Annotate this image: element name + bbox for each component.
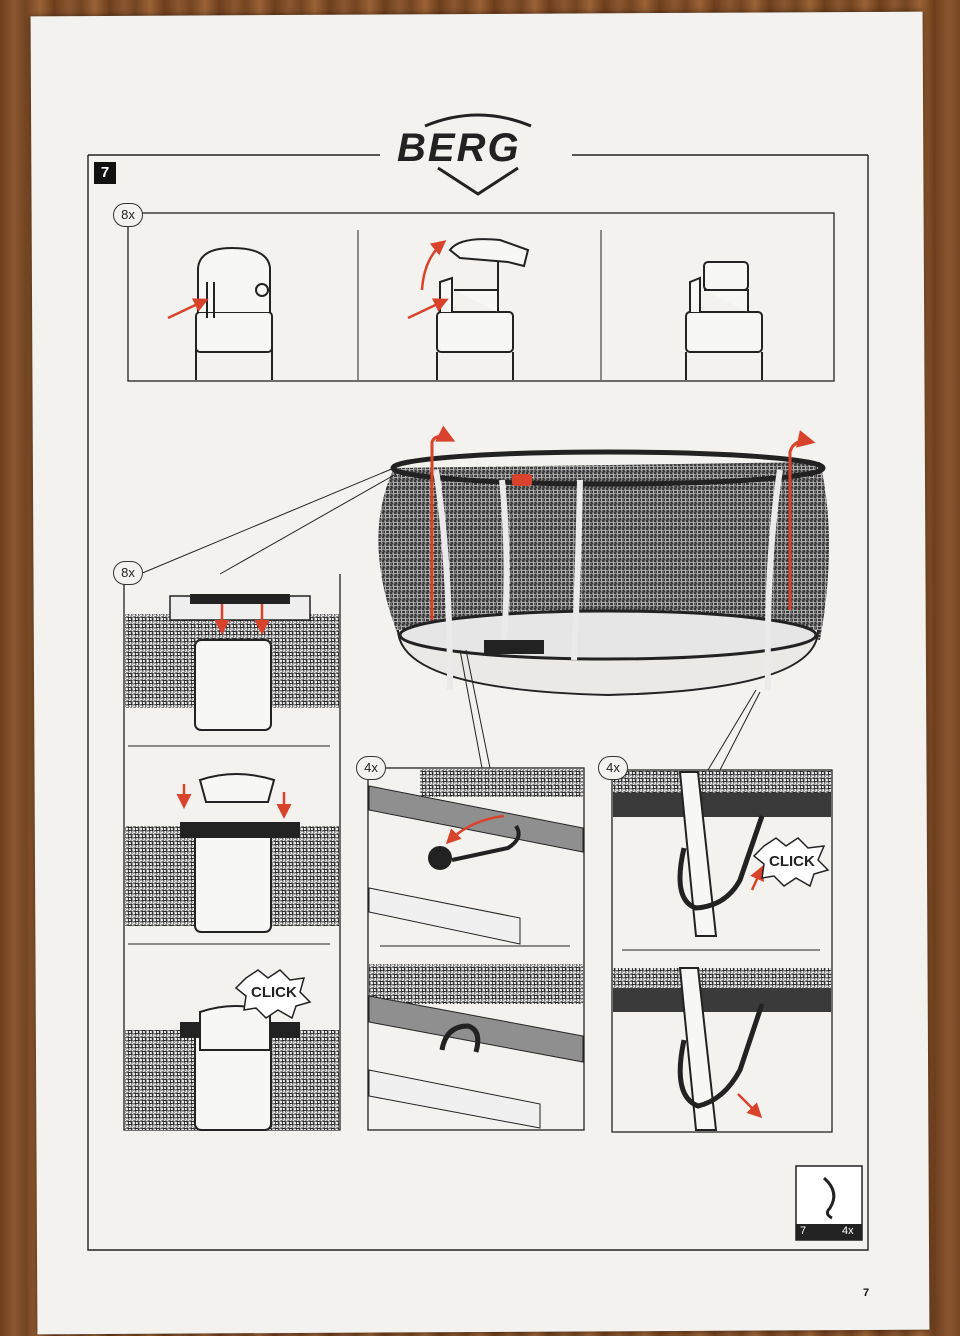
outer-frame [87,154,869,1251]
brand-logo: BERG [397,126,521,170]
curved-arrow-icon [445,814,505,845]
down-arrow-icon [737,1093,763,1119]
left-step-panel [123,574,341,1131]
click-burst-icon [752,837,830,888]
curved-arrow-icon [420,240,447,291]
berg-logo-icon [424,113,532,196]
top-panel-frame [127,212,835,382]
step-number: 7 [94,162,116,184]
up-arrow-icon [750,865,764,891]
pointer-arrow-icon [167,298,209,320]
quantity-badge: 4x [598,756,628,780]
pole-without-cap [685,261,763,380]
quantity-badge: 8x [113,561,143,585]
quantity-badge: 8x [113,203,143,227]
callout-lines [139,467,761,771]
pole-cap-open [436,238,530,380]
right-step-panel [611,769,833,1133]
curved-arrow-icon [788,430,816,610]
quantity-badge: 4x [356,756,386,780]
part-quantity: 4x [842,1225,854,1237]
page-number: 7 [863,1287,870,1299]
middle-step-panel [367,767,585,1131]
pole-cap-closed [195,246,273,380]
click-burst-icon [234,969,312,1020]
curved-arrow-icon [430,425,456,620]
click-label: CLICK [769,853,815,870]
pointer-arrow-icon [407,298,449,320]
trampoline-with-net [378,449,829,697]
click-label: CLICK [251,984,297,1001]
parts-box [795,1165,863,1241]
part-reference: 7 [800,1225,807,1237]
